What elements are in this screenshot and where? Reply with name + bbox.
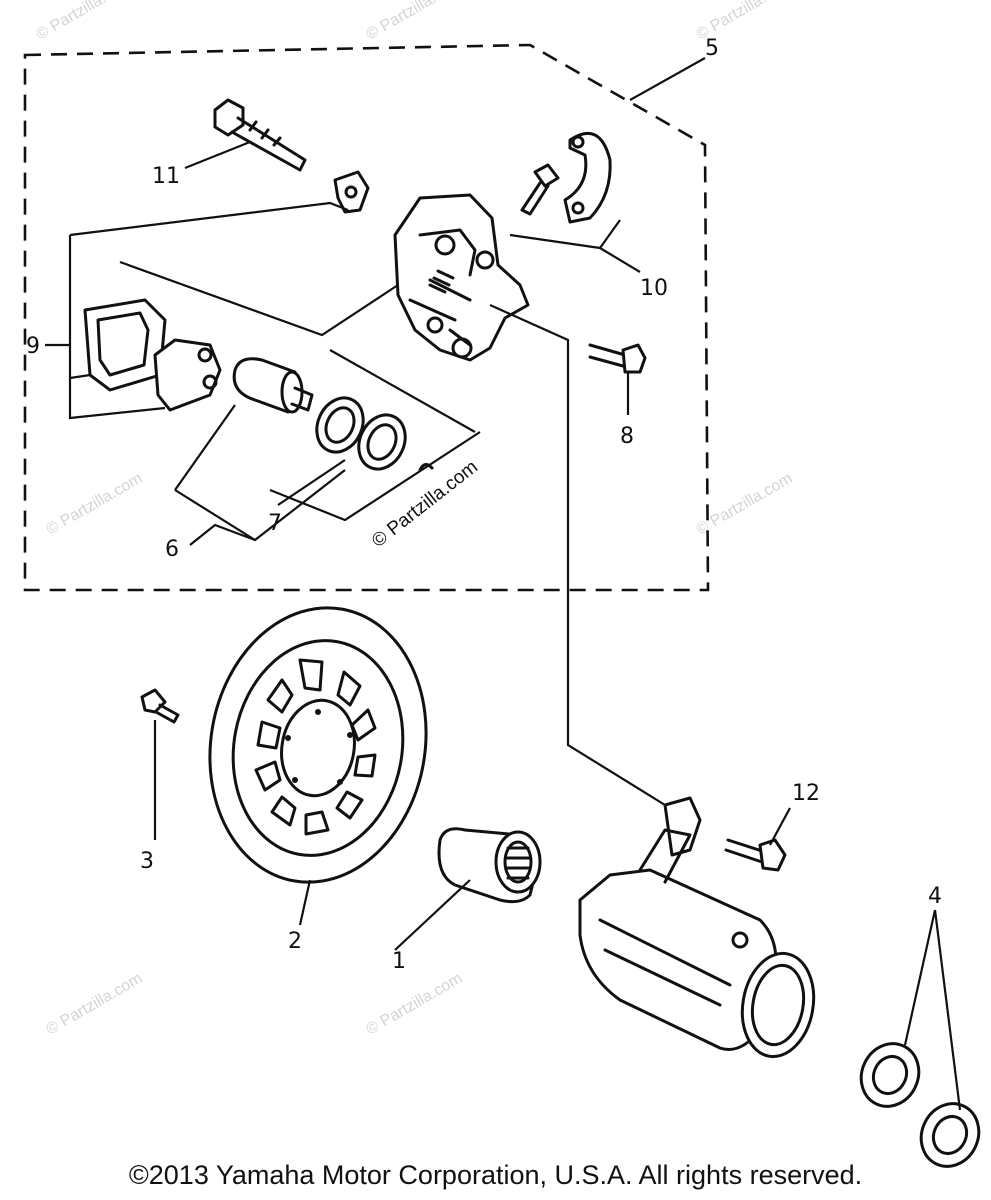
caliper-assembly-boundary <box>23 43 710 592</box>
callout-9: 9 <box>26 334 40 359</box>
callout-7: 7 <box>268 511 282 536</box>
piston-drawing <box>232 357 314 414</box>
callout-6: 6 <box>165 537 179 562</box>
brake-disc-drawing <box>208 606 428 884</box>
callout-8: 8 <box>620 424 634 449</box>
pad-clip-drawing <box>563 131 612 224</box>
watermark-faint: © Partzilla.com <box>364 0 466 43</box>
callouts: 1 2 3 4 5 6 7 8 9 10 11 12 <box>26 36 942 974</box>
bracket-housing-drawing <box>578 796 816 1059</box>
copyright-notice: ©2013 Yamaha Motor Corporation, U.S.A. A… <box>128 1160 863 1190</box>
watermark-faint: © Partzilla.com <box>34 0 136 43</box>
callout-5: 5 <box>705 36 719 61</box>
bolt-3-drawing <box>140 688 180 724</box>
center-watermark: © Partzilla.com <box>368 457 482 552</box>
hub-drawing <box>437 827 542 904</box>
brake-pads-drawing <box>83 298 222 412</box>
caliper-body-drawing <box>393 193 530 362</box>
seals-drawing <box>315 396 434 472</box>
watermark-faint: © Partzilla.com <box>364 970 466 1039</box>
callout-1: 1 <box>392 949 406 974</box>
nuts-drawing <box>859 1042 981 1168</box>
bolt-8-drawing <box>588 343 647 374</box>
watermark-faint: © Partzilla.com <box>694 470 796 539</box>
callout-3: 3 <box>140 849 154 874</box>
callout-2: 2 <box>288 929 302 954</box>
assembly-link-line <box>489 303 666 806</box>
bolt-12-drawing <box>724 838 787 872</box>
callout-12: 12 <box>792 781 820 806</box>
callout-10: 10 <box>640 276 668 301</box>
watermark-faint: © Partzilla.com <box>44 470 146 539</box>
watermark-faint: © Partzilla.com <box>44 970 146 1039</box>
callout-11: 11 <box>152 164 180 189</box>
leader-lines <box>45 57 962 1111</box>
bleed-screw-drawing <box>520 163 560 216</box>
bolt-11-drawing <box>213 98 307 172</box>
callout-4: 4 <box>928 884 942 909</box>
small-bracket-drawing <box>333 170 370 214</box>
